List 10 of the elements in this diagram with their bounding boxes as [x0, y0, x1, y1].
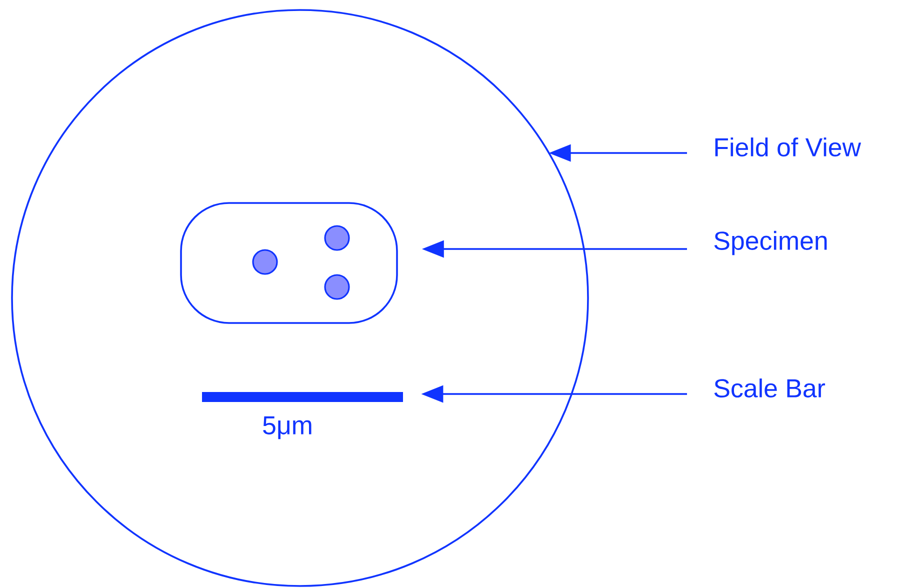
specimen-box	[180, 202, 398, 324]
callout-label: Specimen	[714, 230, 827, 256]
scale-label: 5μm	[263, 416, 312, 440]
callout-label: Scale Bar	[714, 378, 826, 398]
callout-label: Field of View	[715, 138, 862, 156]
specimen-dot	[324, 225, 350, 251]
specimen-dot	[252, 249, 278, 275]
field-of-view-circle	[11, 9, 589, 587]
scale-bar	[202, 392, 403, 402]
specimen-dot	[324, 274, 350, 300]
